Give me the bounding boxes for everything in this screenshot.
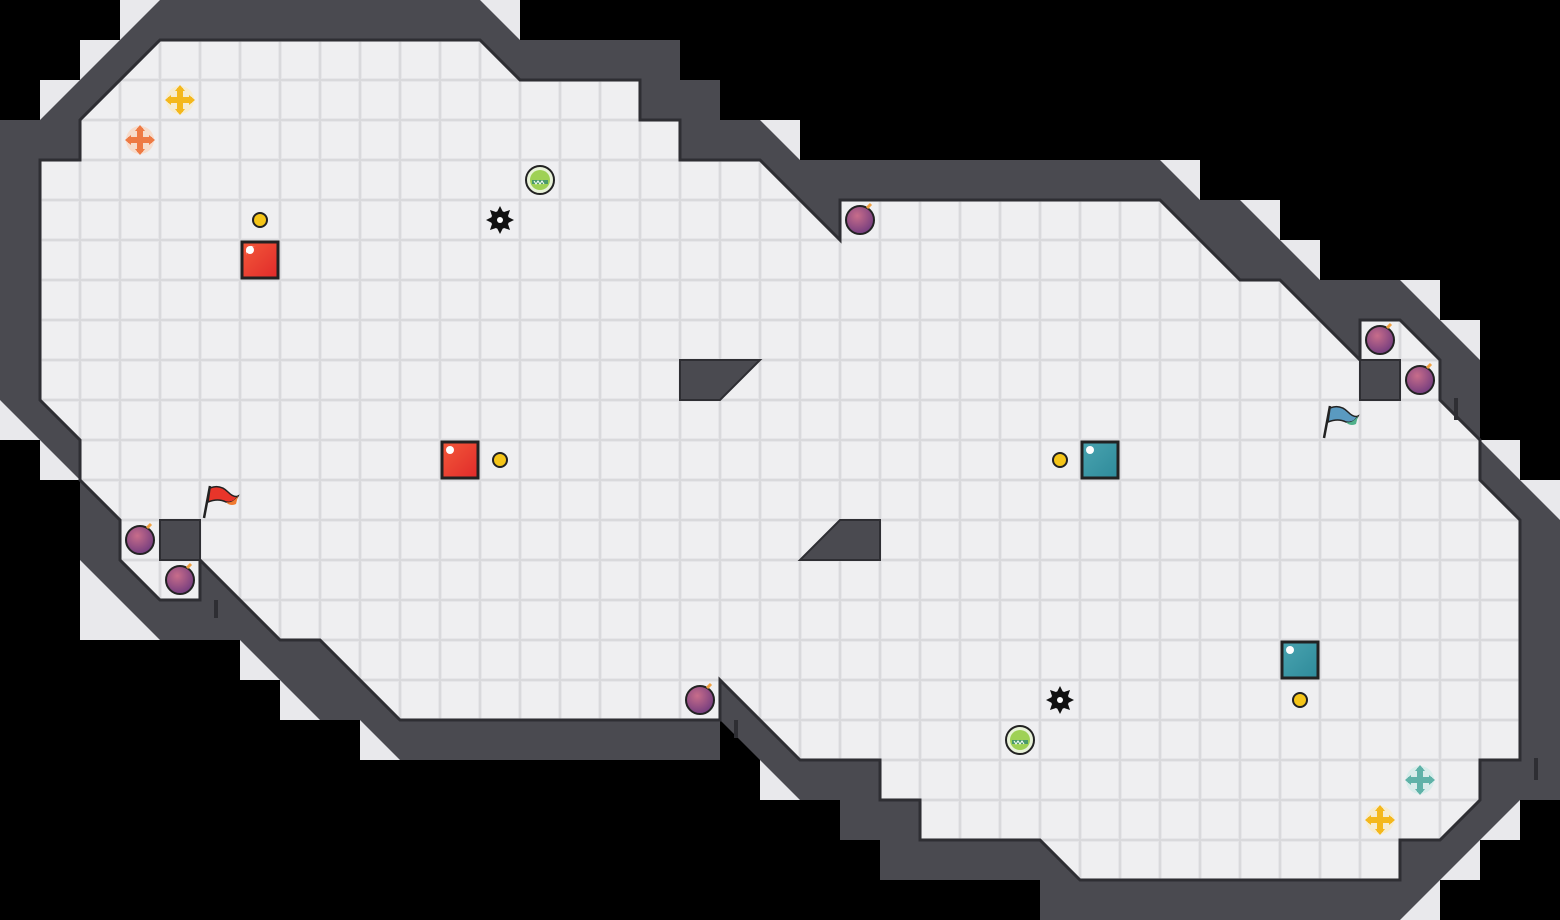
boost-pad-icon (125, 125, 155, 155)
blue-flag-icon (1322, 405, 1360, 439)
bomb-icon (1405, 362, 1435, 395)
token-icons (252, 212, 1308, 708)
boost-pad-icon (1365, 805, 1395, 835)
spike-icon (486, 206, 514, 234)
bomb-icon (165, 562, 195, 595)
token-icon (252, 212, 268, 228)
powerup-icon (1005, 725, 1035, 755)
red-flag-icon (202, 485, 240, 519)
blue-gate-tile (1080, 440, 1120, 480)
boost-pad-icon (165, 85, 195, 115)
bomb-icon (685, 682, 715, 715)
bomb-icon (125, 522, 155, 555)
boost-pad-icon (1405, 765, 1435, 795)
red-gate-tile (240, 240, 280, 280)
bomb-icon (845, 202, 875, 235)
interior-walls (159, 359, 1401, 561)
token-icon (492, 452, 508, 468)
token-icon (1292, 692, 1308, 708)
arena-floor (38, 38, 1522, 882)
token-icon (1052, 452, 1068, 468)
bomb-icons (125, 202, 1435, 715)
red-gate-tile (440, 440, 480, 480)
wall-notches (214, 398, 1538, 780)
powerup-icon (525, 165, 555, 195)
bomb-icon (1365, 322, 1395, 355)
spike-icon (1046, 686, 1074, 714)
blue-gate-tile (1280, 640, 1320, 680)
